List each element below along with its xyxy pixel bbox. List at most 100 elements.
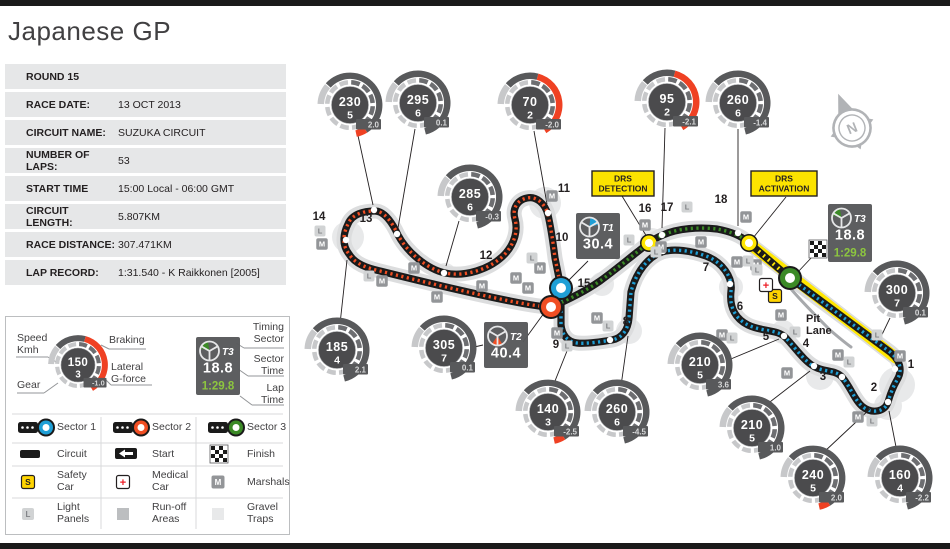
gauge-arc [713,104,720,115]
corner-number: 7 [703,262,709,274]
gauge-arc [548,93,555,104]
marshal-icon [639,219,651,231]
gauge-arc [685,103,692,113]
leader-line [565,260,589,284]
marshal-icon-label: M [642,221,648,230]
gauge-arc [419,349,426,360]
legend-speed-label: Speed Kmh [17,332,48,357]
gauge-speed-value: 295 [407,93,429,107]
corner-number: 17 [661,202,674,214]
speed-gauge: 702-2.0 [497,72,563,134]
timing-sector-id: T2 [510,332,522,343]
leader-line [725,338,780,362]
gauge-arc [488,185,495,196]
gauge-gforce-box [673,116,698,127]
gauge-gear-value: 4 [334,355,340,367]
gauge-gforce-value: 3.6 [718,381,730,390]
gauge-arc [668,77,678,84]
light-panel-icon [871,329,883,341]
gauge-gear-value: 3 [545,417,551,429]
marker-center [785,273,795,283]
info-row-label: CIRCUIT NAME: [26,126,106,139]
gauge-arc [355,351,362,361]
gauge-arc [462,336,469,347]
gauge-arc [717,114,727,124]
gauge-arc [445,198,452,209]
gauge-face [529,393,567,431]
legend-circuit-label: Circuit [57,448,87,460]
corner-number: 2 [871,382,877,394]
pit-lane-label: Pit [806,313,820,325]
legend-gear-label: Gear [17,379,41,391]
gauge-arc [675,354,682,364]
light-panel-icon [561,340,573,352]
light-panel-icon-label: L [606,322,611,331]
gauge-arc [655,77,666,84]
pit-lane-label: Lane [806,325,832,337]
light-panel-icon-label: L [755,266,760,275]
gauge-arc [872,282,879,292]
compass-point [842,106,849,114]
gauge-arc [55,335,86,349]
light-panel-icon-label: L [565,342,570,351]
corner-number: 1 [908,359,915,371]
gauge-arc [393,70,451,135]
gauge-gforce-value: -4.5 [632,428,646,437]
corner-number: 6 [737,301,743,313]
gauge-arc [509,84,519,94]
safety-car-icon [767,288,783,304]
gauge-gear-value: 4 [897,483,903,495]
gauge-arc [523,401,530,411]
gauge-arc [527,391,537,401]
gauge-arc [95,366,101,375]
corner-dot [658,231,666,239]
leader-line [796,256,813,274]
marshal-icon-label: M [434,293,440,302]
corner-dot [891,365,899,373]
gauge-gforce-box [83,377,107,388]
gauge-arc [885,268,896,275]
gauge-arc [875,445,933,510]
gauge-gear-value: 6 [735,108,741,120]
legend-sector1-label: Sector 1 [57,421,97,433]
gauge-arc [432,323,443,330]
gauge-gforce-box [356,119,381,130]
sector-time-value: 18.8 [203,361,233,377]
sector-legend-icon [113,418,150,437]
gauge-arc [606,430,616,437]
gauge-arc [675,332,733,397]
gauge-gforce-value: -2.5 [563,428,577,437]
gauge-speed-value: 150 [68,357,89,369]
gauge-gear-value: 2 [527,110,533,122]
marker-center [645,239,653,247]
gauge-arc [918,466,925,477]
pit-lane-path [789,287,853,349]
gauge-gforce-value: 2.0 [368,121,380,130]
gauge-arc [351,80,361,87]
wheel-spoke [488,330,498,337]
gauge-arc [718,353,725,364]
drs-sign-line2: DETECTION [598,184,647,194]
gauge-arc [67,342,77,349]
wheel-spoke [832,212,842,219]
gauge-arc [876,272,886,282]
info-row: RACE DISTANCE:307.471KM [5,232,286,257]
gauge-arc [316,329,326,339]
marshal-icon [775,309,787,321]
gauge-gear-value: 5 [810,483,816,495]
legend-finish-label: Finish [247,448,276,460]
gauge-arc [549,387,559,394]
gauge-arc [876,304,886,314]
marshal-icon-label: M [319,240,325,249]
leader-line [823,407,872,453]
legend-callout-line [239,395,253,406]
gauge-arc [325,106,332,117]
gauge-arc [55,366,62,376]
gauge-arc [88,345,97,355]
gauge-arc [449,176,459,186]
